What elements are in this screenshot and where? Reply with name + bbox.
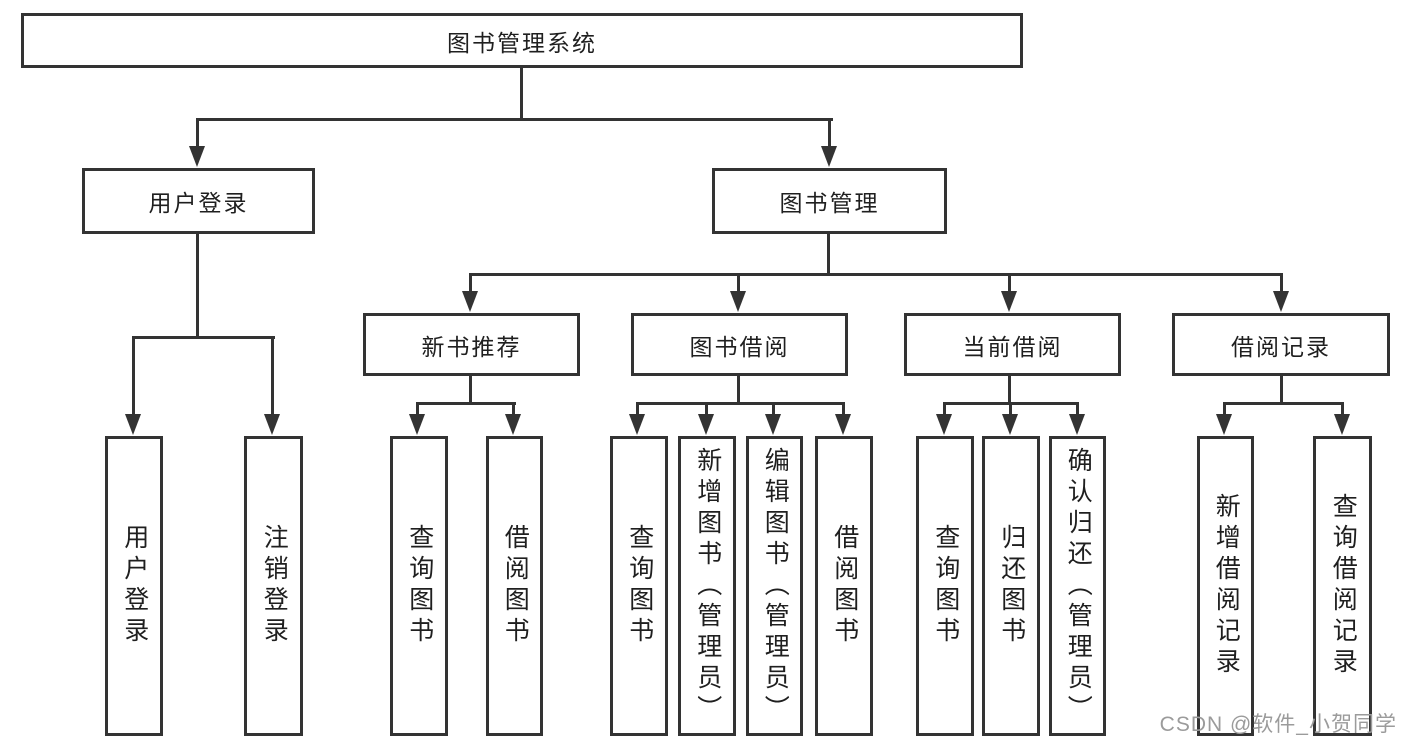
connector-line-vertical [942, 402, 946, 418]
connector-line-horizontal [468, 273, 1283, 276]
node-leaf-edit-books-admin: 编辑图书（管理员） [746, 436, 803, 736]
connector-line-vertical [635, 402, 639, 418]
node-label-leaf-query-books-current: 查询图书 [931, 524, 960, 648]
node-leaf-borrow-books-recommend: 借阅图书 [486, 436, 543, 736]
connector-line-vertical [1279, 273, 1283, 295]
node-label-new-book-recommend: 新书推荐 [421, 333, 522, 360]
connector-line-horizontal [415, 402, 516, 405]
connector-line-vertical [1279, 376, 1283, 404]
connector-line-vertical [736, 273, 740, 295]
arrowhead-down-icon [1273, 291, 1289, 312]
node-current-borrowing: 当前借阅 [904, 313, 1121, 376]
node-leaf-return-books: 归还图书 [982, 436, 1040, 736]
arrowhead-down-icon [1334, 414, 1350, 435]
connector-line-horizontal [131, 336, 275, 339]
connector-line-vertical [195, 233, 199, 337]
connector-line-vertical [1007, 376, 1011, 404]
arrowhead-down-icon [698, 414, 714, 435]
connector-line-vertical [1008, 402, 1012, 418]
arrowhead-down-icon [264, 414, 280, 435]
arrowhead-down-icon [125, 414, 141, 435]
connector-line-vertical [1340, 402, 1344, 418]
node-book-borrowing: 图书借阅 [631, 313, 848, 376]
arrowhead-down-icon [1069, 414, 1085, 435]
connector-line-vertical [519, 68, 523, 120]
connector-line-vertical [195, 118, 199, 150]
connector-line-horizontal [942, 402, 1079, 405]
arrowhead-down-icon [462, 291, 478, 312]
arrowhead-down-icon [409, 414, 425, 435]
node-label-leaf-user-login: 用户登录 [120, 524, 149, 648]
arrowhead-down-icon [1001, 291, 1017, 312]
arrowhead-down-icon [936, 414, 952, 435]
node-book-management: 图书管理 [712, 168, 947, 234]
node-label-system: 图书管理系统 [447, 29, 597, 56]
node-borrowing-records: 借阅记录 [1172, 313, 1390, 376]
arrowhead-down-icon [765, 414, 781, 435]
node-leaf-logout: 注销登录 [244, 436, 303, 736]
node-label-leaf-add-borrow-record: 新增借阅记录 [1212, 493, 1241, 679]
node-label-leaf-logout: 注销登录 [260, 524, 289, 648]
node-label-leaf-borrow-books-borrowing: 借阅图书 [830, 524, 859, 648]
arrowhead-down-icon [629, 414, 645, 435]
node-label-user-login: 用户登录 [148, 190, 249, 216]
connector-line-vertical [468, 273, 472, 295]
node-label-book-borrowing: 图书借阅 [689, 333, 790, 360]
node-label-leaf-confirm-return-admin: 确认归还（管理员） [1064, 446, 1093, 726]
node-leaf-add-borrow-record: 新增借阅记录 [1197, 436, 1254, 736]
arrowhead-down-icon [730, 291, 746, 312]
arrowhead-down-icon [1002, 414, 1018, 435]
node-user-login: 用户登录 [82, 168, 315, 234]
node-label-book-management: 图书管理 [779, 190, 880, 216]
connector-line-vertical [841, 402, 845, 418]
node-leaf-add-books-admin: 新增图书（管理员） [678, 436, 736, 736]
arrowhead-down-icon [835, 414, 851, 435]
connector-line-vertical [771, 402, 775, 418]
connector-line-vertical [827, 118, 831, 150]
node-new-book-recommend: 新书推荐 [363, 313, 580, 376]
connector-line-vertical [704, 402, 708, 418]
node-leaf-query-books-recommend: 查询图书 [390, 436, 448, 736]
connector-line-vertical [131, 336, 135, 418]
node-system: 图书管理系统 [21, 13, 1023, 68]
connector-line-vertical [736, 376, 740, 404]
node-label-leaf-query-books-recommend: 查询图书 [405, 524, 434, 648]
node-label-leaf-query-borrow-record: 查询借阅记录 [1329, 493, 1358, 679]
connector-line-vertical [511, 402, 515, 418]
connector-line-horizontal [195, 118, 833, 121]
arrowhead-down-icon [189, 146, 205, 167]
connector-line-vertical [1222, 402, 1226, 418]
connector-line-vertical [1007, 273, 1011, 295]
connector-line-vertical [468, 376, 472, 404]
node-leaf-query-books-current: 查询图书 [916, 436, 974, 736]
connector-line-vertical [415, 402, 419, 418]
connector-line-horizontal [635, 402, 845, 405]
csdn-watermark: CSDN @软件_小贺同学 [1159, 713, 1397, 736]
connector-line-vertical [1075, 402, 1079, 418]
node-label-leaf-return-books: 归还图书 [997, 524, 1026, 648]
arrowhead-down-icon [1216, 414, 1232, 435]
arrowhead-down-icon [505, 414, 521, 435]
node-label-borrowing-records: 借阅记录 [1231, 333, 1331, 360]
connector-line-vertical [826, 234, 830, 275]
node-leaf-confirm-return-admin: 确认归还（管理员） [1049, 436, 1106, 736]
connector-line-horizontal [1222, 402, 1344, 405]
node-label-leaf-query-books-borrowing: 查询图书 [625, 524, 654, 648]
arrowhead-down-icon [821, 146, 837, 167]
node-leaf-query-borrow-record: 查询借阅记录 [1313, 436, 1372, 736]
node-label-leaf-add-books-admin: 新增图书（管理员） [693, 446, 722, 726]
node-label-leaf-borrow-books-recommend: 借阅图书 [501, 524, 530, 648]
node-leaf-query-books-borrowing: 查询图书 [610, 436, 668, 736]
node-label-leaf-edit-books-admin: 编辑图书（管理员） [761, 446, 790, 726]
node-leaf-user-login: 用户登录 [105, 436, 163, 736]
node-label-current-borrowing: 当前借阅 [962, 333, 1063, 360]
node-leaf-borrow-books-borrowing: 借阅图书 [815, 436, 873, 736]
connector-line-vertical [270, 336, 274, 418]
